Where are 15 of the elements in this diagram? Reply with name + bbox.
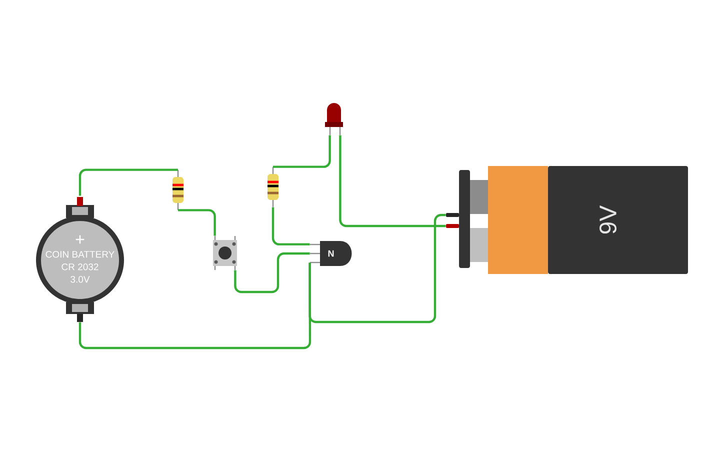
- resistor: [172, 170, 184, 210]
- led: [325, 103, 343, 135]
- wire: [78, 168, 178, 196]
- push-button: [213, 236, 237, 270]
- coin-battery: + COIN BATTERY CR 2032 3.0V: [36, 197, 124, 322]
- resistor: [268, 167, 278, 207]
- wire: [234, 252, 310, 294]
- wire: [308, 214, 446, 324]
- transistor: N: [310, 241, 352, 266]
- wire: [339, 135, 446, 228]
- wire: [273, 135, 331, 168]
- wire: [78, 262, 312, 350]
- battery: 9V: [446, 166, 688, 274]
- wire: [272, 207, 310, 246]
- wire: [178, 209, 216, 236]
